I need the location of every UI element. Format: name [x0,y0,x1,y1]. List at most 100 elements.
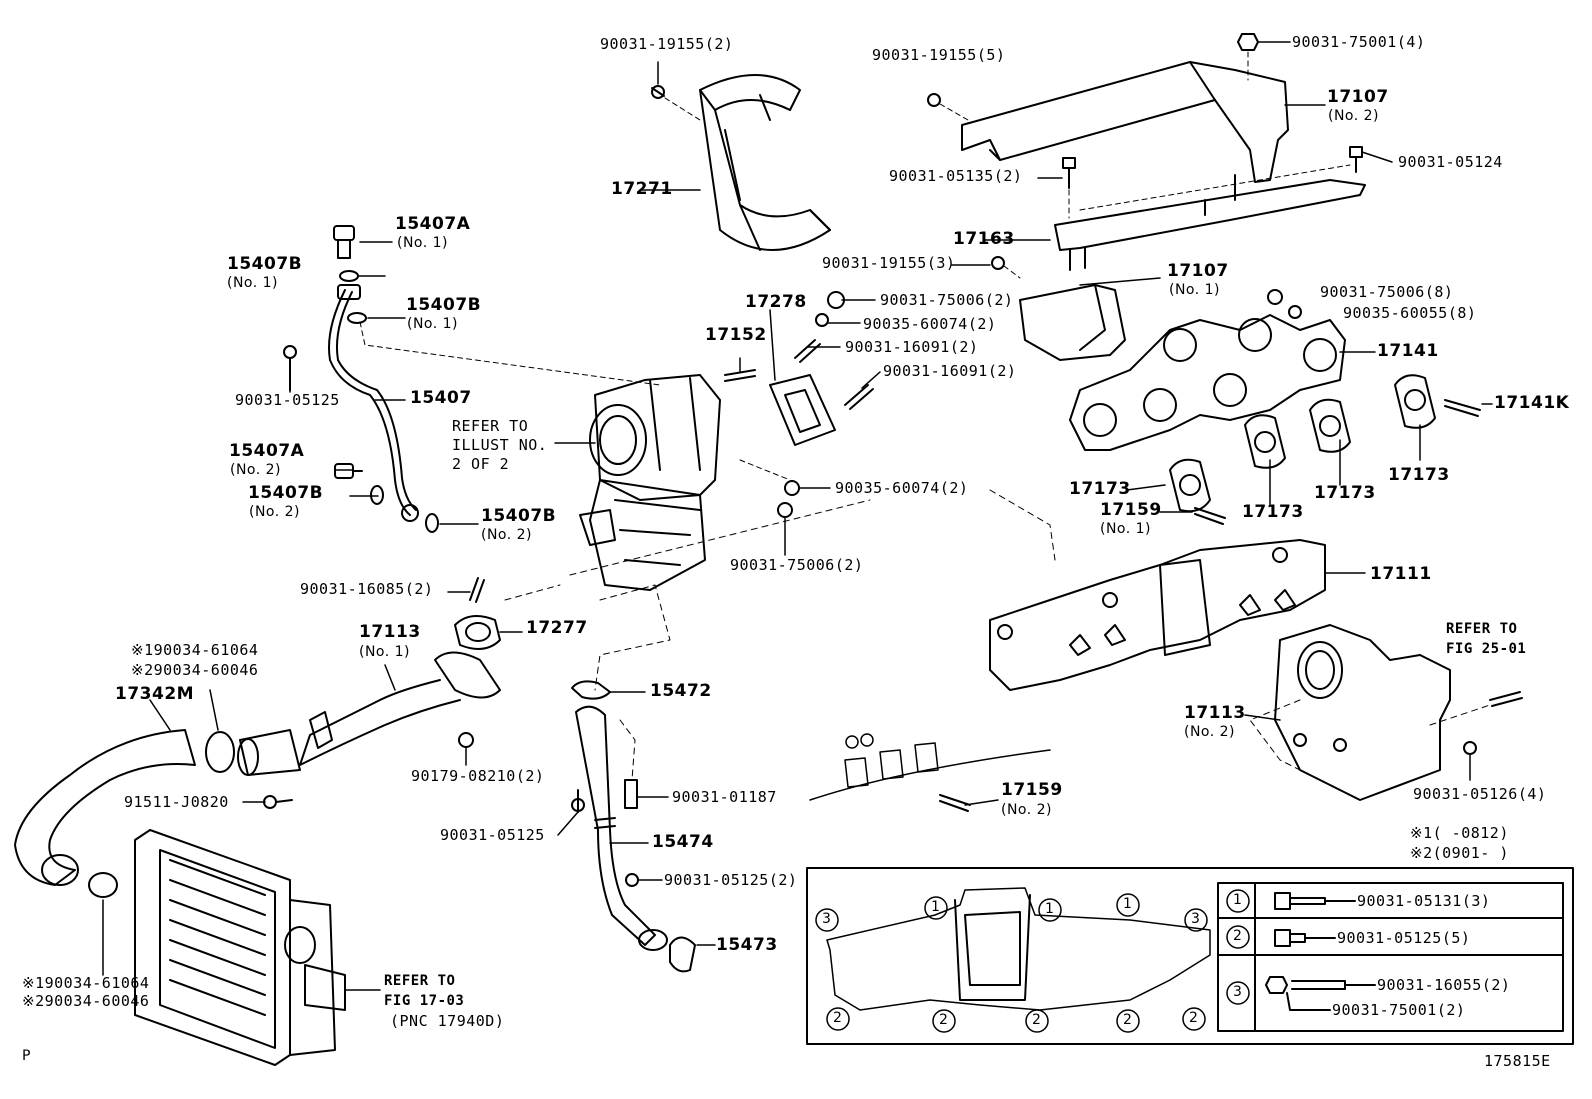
label-90031-05124: 90031-05124 [1398,153,1503,171]
label-17163: 17163 [953,229,1015,249]
washer-90035-60055-8 [1288,305,1302,319]
legend-callout-2: 2 [1189,1010,1199,1026]
turbocharger [579,374,721,591]
bolt-90031-05125-a [283,345,297,391]
legend-callout-2: 2 [1032,1012,1042,1028]
label-refer-illust-3: 2 OF 2 [452,455,510,473]
label-15472: 15472 [650,681,712,701]
gasket-17173-b [1244,414,1286,469]
gasket-17173-c [1309,398,1351,453]
label-17107-no1-sub: (No. 1) [1169,282,1221,298]
bolt-15407A-no2 [334,463,363,479]
label-note-2-range: ※2(0901- ) [1410,844,1509,862]
label-17113-no2: 17113 [1184,703,1246,723]
label-90035-60055-8: 90035-60055(8) [1343,304,1477,322]
legend-callout-3: 3 [822,911,832,927]
pipe-17113-no2 [1274,624,1451,801]
label-17342M: 17342M [115,684,195,704]
label-15407B-no1b: 15407B [406,295,482,315]
label-15407B-no2a-sub: (No. 2) [249,504,301,520]
label-90031-75001-4: 90031-75001(4) [1292,33,1426,51]
label-190034-61064-a: ※190034-61064 [131,641,259,659]
label-refer-fig25-1: REFER TO [1446,621,1518,637]
label-17173-d: 17173 [1388,465,1450,485]
washer-15407B-no2a [370,485,384,505]
guide-lines [504,489,1491,801]
legend-callout-2: 2 [939,1012,949,1028]
washer-90035-60074-2a [815,313,829,327]
label-90031-05125-2: 90031-05125(2) [664,871,798,889]
bolt-91511-J0820 [263,795,293,809]
label-17271: 17271 [611,179,673,199]
label-91511-J0820: 91511-J0820 [124,793,229,811]
label-17277: 17277 [526,618,588,638]
legend-callout-1: 1 [1045,901,1055,917]
stud-refer-fig25 [1489,691,1523,707]
label-90035-60074-2a: 90035-60074(2) [863,315,997,333]
label-90031-19155-5: 90031-19155(5) [872,46,1006,64]
bolt-90031-01187 [624,779,638,809]
label-17113-no1: 17113 [359,622,421,642]
label-15407A-no1: 15407A [395,214,471,234]
hose-clamp-b [88,872,118,898]
label-90031-75006-2a: 90031-75006(2) [880,291,1014,309]
label-17107-no1: 17107 [1167,261,1229,281]
bolt-90031-05135 [1062,157,1076,189]
label-290034-60046-a: ※290034-60046 [131,661,259,679]
legend-row3-part-a: 90031-16055(2) [1377,976,1511,994]
label-290034-60046-b: ※290034-60046 [22,992,150,1010]
label-90031-19155-3: 90031-19155(3) [822,254,956,272]
legend-key-1: 1 [1233,892,1243,908]
label-refer-fig17-3: (PNC 17940D) [390,1012,505,1030]
legend-row3-part-b: 90031-75001(2) [1332,1001,1466,1019]
stud-90031-16091-a [794,339,821,363]
label-90031-16091-2a: 90031-16091(2) [845,338,979,356]
legend-callout-circles [815,889,1250,1033]
gasket-17277 [454,615,501,650]
legend-callout-3: 3 [1191,911,1201,927]
label-15407A-no1-sub: (No. 1) [397,235,449,251]
washer-90035-60074-2b [784,480,800,496]
label-17173-a: 17173 [1069,479,1131,499]
label-90031-75006-8: 90031-75006(8) [1320,283,1454,301]
gasket-15472 [571,680,611,700]
label-15407B-no2b: 15407B [481,506,557,526]
heat-insulator-17271 [699,74,831,251]
oil-pipe-15407 [328,284,419,522]
label-190034-61064-b: ※190034-61064 [22,974,150,992]
label-refer-fig17-2: FIG 17-03 [384,993,465,1009]
leader-lines [149,104,1493,991]
label-90031-75006-2b: 90031-75006(2) [730,556,864,574]
label-17152: 17152 [705,325,767,345]
label-15407B-no1a: 15407B [227,254,303,274]
nut-90031-75001 [1237,33,1259,51]
bolt-90031-05126 [1463,741,1477,755]
bolt-90031-19155-top [651,85,665,99]
label-17107-no2-sub: (No. 2) [1328,108,1380,124]
label-90031-05126-4: 90031-05126(4) [1413,785,1547,803]
washer-15407B-no1b [347,312,367,324]
label-90179-08210-2: 90179-08210(2) [411,767,545,785]
bolt-90031-05125-b [571,789,585,813]
gasket-17173-a [1169,458,1211,513]
outlet-pipe-17113-no1 [299,651,501,766]
label-15474: 15474 [652,832,714,852]
nut-90179-08210 [458,732,474,748]
legend-callout-1: 1 [1123,896,1133,912]
label-17278: 17278 [745,292,807,312]
label-90031-01187: 90031-01187 [672,788,777,806]
legend-key-3: 3 [1233,984,1243,1000]
legend-row1-part: 90031-05131(3) [1357,892,1491,910]
label-corner-p: P [22,1048,31,1064]
label-15407B-no2a: 15407B [248,483,324,503]
label-17111: 17111 [1370,564,1432,584]
stud-90031-16085 [469,577,485,603]
label-15407A-no2-sub: (No. 2) [230,462,282,478]
legend-callout-2: 2 [833,1010,843,1026]
label-15407: 15407 [410,388,472,408]
label-17159-no1-sub: (No. 1) [1100,521,1152,537]
heat-insulator-17107-no1 [1019,284,1126,361]
stud-90031-16091-b [844,384,874,410]
cylinder-head-outline [809,733,1051,801]
